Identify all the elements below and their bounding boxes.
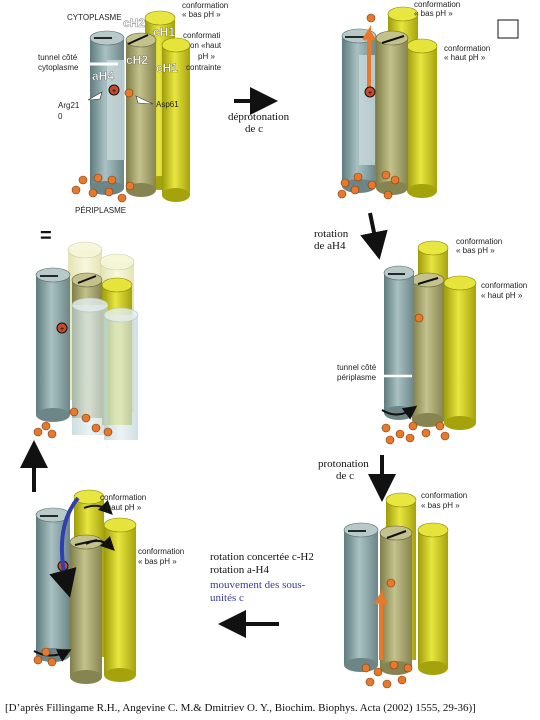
p3-conf-bas: conformation: [456, 237, 502, 246]
tunnel-peri-label: tunnel côté: [337, 363, 377, 372]
arg210-label: Arg21: [58, 101, 80, 110]
p2-conf-bas-2: « bas pH »: [414, 9, 453, 18]
ch1-mid-label: cH1: [156, 61, 178, 75]
ch2-mid-label: cH2: [126, 53, 148, 67]
panel-concerted-rotation: + conformation « haut pH » conformation …: [33, 489, 184, 684]
panel-deprotonated: + conformation « bas pH » conformation «…: [337, 0, 519, 200]
p2-conf-bas: conformation: [414, 0, 460, 9]
conf-haut-label-2: on «haut: [190, 41, 222, 50]
helix-ah4: [89, 30, 125, 195]
p4-conf-bas-2: « bas pH »: [421, 501, 460, 510]
svg-text:+: +: [368, 90, 372, 97]
panel-superposition: +: [33, 241, 139, 440]
tunnel-cyto-label: tunnel côté: [38, 53, 78, 62]
deprotonation-label: déprotonation: [228, 111, 290, 123]
movement-label: mouvement des sous-: [210, 579, 306, 591]
citation: [D’après Fillingame R.H., Angevine C. M.…: [5, 702, 476, 714]
equals-sign: =: [40, 225, 52, 247]
conf-haut-label: conformati: [183, 31, 221, 40]
rotation-label: rotation: [314, 228, 349, 240]
panel-initial-state: + CYTOPLASME cH2 cH1 conformation « bas …: [38, 1, 228, 215]
p3-conf-bas-2: « bas pH »: [456, 246, 495, 255]
cytoplasme-label: CYTOPLASME: [67, 13, 122, 22]
ch2-top-label: cH2: [123, 16, 145, 30]
proton-cluster-1: [71, 173, 135, 203]
protonation-label-2: de c: [336, 470, 354, 482]
protonation-label: protonation: [318, 458, 369, 470]
movement-label-2: unités c: [210, 592, 244, 604]
ah4-label: aH4: [92, 69, 114, 83]
helix-ch1-front: [161, 37, 191, 202]
conf-haut-label-3: pH »: [198, 52, 215, 61]
p5-conf-haut: conformation: [100, 493, 146, 502]
p5-conf-haut-2: « haut pH »: [100, 503, 142, 512]
asp61-proton: [124, 88, 134, 98]
conf-bas-label: conformation: [182, 1, 228, 10]
p3-conf-haut-2: « haut pH »: [481, 291, 523, 300]
deprotonation-label-2: de c: [245, 123, 263, 135]
arg210-label-2: 0: [58, 112, 63, 121]
arrow-rotation: [360, 212, 388, 260]
ch1-top-label: cH1: [153, 25, 175, 39]
p5-conf-bas: conformation: [138, 547, 184, 556]
p3-conf-haut: conformation: [481, 281, 527, 290]
conf-haut-label-4: contrainte: [186, 63, 222, 72]
concerted-label-2: rotation a-H4: [210, 564, 269, 576]
periplasme-label: PÉRIPLASME: [75, 206, 126, 215]
panel-protonated: conformation « bas pH »: [343, 491, 467, 689]
tunnel-cyto-label-2: cytoplasme: [38, 63, 79, 72]
p2-conf-haut-2: « haut pH »: [444, 53, 486, 62]
p5-conf-bas-2: « bas pH »: [138, 557, 177, 566]
asp61-label: Asp61: [156, 100, 179, 109]
empty-box: [497, 19, 519, 39]
tunnel-peri-label-2: périplasme: [337, 373, 377, 382]
concerted-label: rotation concertée c-H2: [210, 551, 314, 563]
conf-bas-label-2: « bas pH »: [182, 10, 221, 19]
p2-conf-haut: conformation: [444, 44, 490, 53]
svg-text:+: +: [112, 88, 116, 95]
svg-text:+: +: [60, 326, 64, 333]
p4-conf-bas: conformation: [421, 491, 467, 500]
rotation-label-2: de aH4: [314, 240, 346, 252]
panel-rotated: conformation « bas pH » conformation « h…: [337, 237, 527, 445]
arg210-marker: [108, 84, 120, 96]
